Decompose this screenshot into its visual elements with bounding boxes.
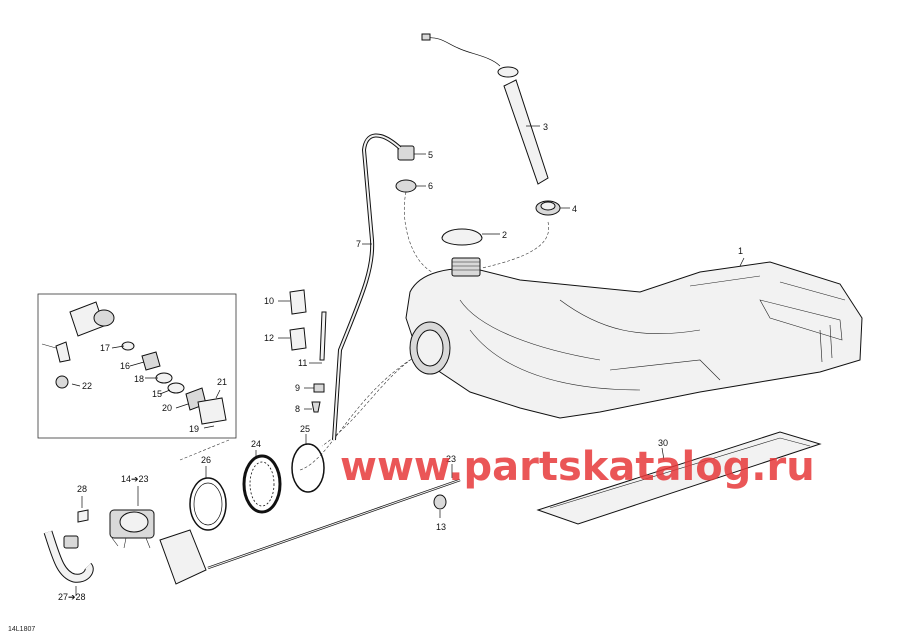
- vent-valve[interactable]: [397, 145, 426, 161]
- callout-8: 8: [295, 404, 300, 414]
- callout-6: 6: [428, 181, 433, 191]
- bracket-10[interactable]: [278, 289, 307, 315]
- callout-13: 13: [436, 522, 446, 532]
- callout-23: 23: [446, 454, 456, 464]
- fuel-pump-rod[interactable]: [207, 464, 461, 570]
- callout-labels: 1 2 3 4 5 6 7 8 9 10 11 12 13 14➔23 15 1…: [58, 122, 743, 602]
- callout-15: 15: [152, 389, 162, 399]
- callout-14-23: 14➔23: [121, 474, 149, 484]
- detail-box: [37, 293, 237, 439]
- callout-5: 5: [428, 150, 433, 160]
- reference-code: 14L1807: [8, 626, 35, 633]
- callout-11: 11: [298, 358, 307, 368]
- clip-9[interactable]: [304, 383, 325, 393]
- callout-20: 20: [162, 403, 172, 413]
- fuel-cap[interactable]: [441, 228, 500, 246]
- grommet[interactable]: [535, 200, 570, 216]
- callout-22: 22: [82, 381, 92, 391]
- callout-1: 1: [738, 246, 743, 256]
- clamp-ring-26[interactable]: [189, 466, 227, 531]
- callout-24: 24: [251, 439, 261, 449]
- screw-8[interactable]: [304, 401, 321, 413]
- rod-11[interactable]: [309, 311, 327, 364]
- callout-30: 30: [658, 438, 668, 448]
- callout-25: 25: [300, 424, 310, 434]
- fuel-pump-assembly[interactable]: [109, 486, 207, 585]
- fuel-hose-27[interactable]: [43, 530, 94, 596]
- vent-hose[interactable]: [332, 133, 402, 441]
- callout-28: 28: [77, 484, 87, 494]
- grommet-13[interactable]: [433, 494, 447, 518]
- callout-10: 10: [264, 296, 274, 306]
- watermark-text: www.partskatalog.ru: [340, 444, 815, 490]
- callout-4: 4: [572, 204, 577, 214]
- callout-2: 2: [502, 230, 507, 240]
- valve-grommet[interactable]: [395, 179, 426, 193]
- callout-21: 21: [217, 377, 227, 387]
- callout-18: 18: [134, 374, 144, 384]
- callout-16: 16: [120, 361, 130, 371]
- callout-3: 3: [543, 122, 548, 132]
- clamp-28[interactable]: [77, 496, 89, 523]
- callout-9: 9: [295, 383, 300, 393]
- bracket-12[interactable]: [278, 327, 307, 351]
- callout-27-28: 27➔28: [58, 592, 86, 602]
- callout-7: 7: [356, 239, 361, 249]
- callout-26: 26: [201, 455, 211, 465]
- callout-12: 12: [264, 333, 274, 343]
- callout-19: 19: [189, 424, 199, 434]
- lock-ring-24[interactable]: [242, 450, 282, 514]
- fuel-level-sensor[interactable]: [421, 33, 549, 185]
- callout-17: 17: [100, 343, 110, 353]
- o-ring-25[interactable]: [291, 434, 325, 493]
- fuel-tank[interactable]: [405, 257, 863, 419]
- heat-shield-30[interactable]: [536, 431, 822, 525]
